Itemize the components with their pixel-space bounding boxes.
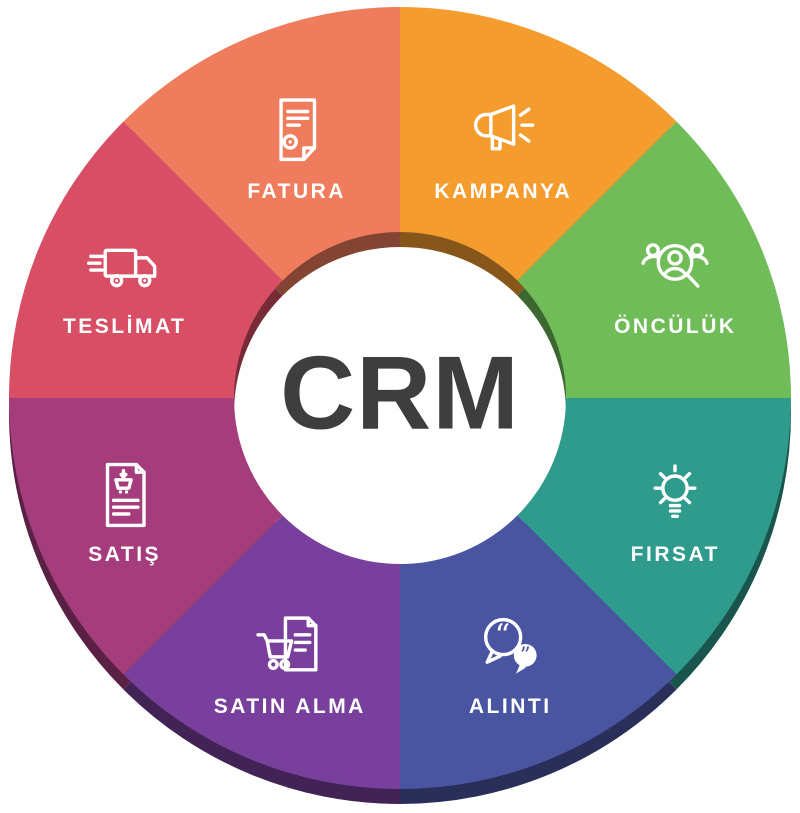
wheel-segments-layer <box>8 6 791 789</box>
segment-purchase <box>123 515 400 789</box>
segment-quote <box>400 515 677 789</box>
segment-sales <box>8 398 283 675</box>
segment-campaign <box>400 6 677 281</box>
segment-opportunity <box>517 398 791 675</box>
segment-invoice <box>123 6 400 281</box>
center-title: CRM <box>280 335 520 452</box>
